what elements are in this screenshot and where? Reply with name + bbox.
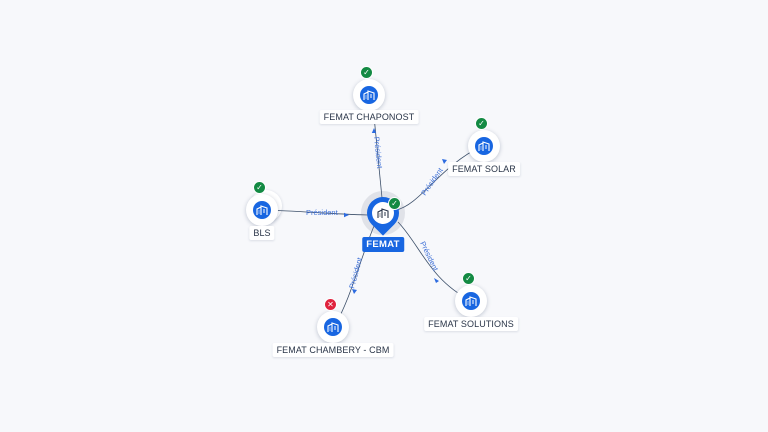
active-check-icon: ✓ xyxy=(253,181,266,194)
company-icon xyxy=(475,137,493,155)
company-icon xyxy=(360,86,378,104)
company-icon xyxy=(462,292,480,310)
edge-arrow-chaponost xyxy=(371,128,377,133)
active-check-icon: ✓ xyxy=(360,66,373,79)
node-label: BLS xyxy=(249,226,275,240)
edge-label-chambery: Président xyxy=(347,256,364,290)
edge-label-solar: Président xyxy=(419,165,445,197)
edge-label-bls: Président xyxy=(306,208,339,217)
edge-arrow-bls xyxy=(344,212,349,218)
edge-label-chaponost: Président xyxy=(372,136,384,169)
company-icon xyxy=(253,201,271,219)
edge-arrow-solutions xyxy=(434,278,439,283)
edge-label-solutions: Président xyxy=(418,240,440,273)
node-label: FEMAT SOLAR xyxy=(448,162,520,176)
node-circle[interactable]: ✓ xyxy=(353,66,385,111)
edge-arrow-solar xyxy=(442,159,447,164)
closed-cross-icon: ✕ xyxy=(324,298,337,311)
active-check-icon: ✓ xyxy=(475,117,488,130)
node-circle[interactable]: ✓ xyxy=(455,272,487,317)
node-label: FEMAT CHAMBERY - CBM xyxy=(272,343,394,357)
company-icon xyxy=(324,318,342,336)
node-circle[interactable]: ✕ xyxy=(317,298,349,343)
node-label: FEMAT CHAPONOST xyxy=(319,110,419,124)
node-circle[interactable]: ✓ xyxy=(246,181,282,226)
edge-arrow-chambery xyxy=(352,289,357,294)
node-circle[interactable]: ✓ xyxy=(468,117,500,162)
active-check-icon: ✓ xyxy=(388,197,401,210)
node-label: FEMAT SOLUTIONS xyxy=(424,317,518,331)
center-node-label: FEMAT xyxy=(362,237,404,252)
active-check-icon: ✓ xyxy=(462,272,475,285)
